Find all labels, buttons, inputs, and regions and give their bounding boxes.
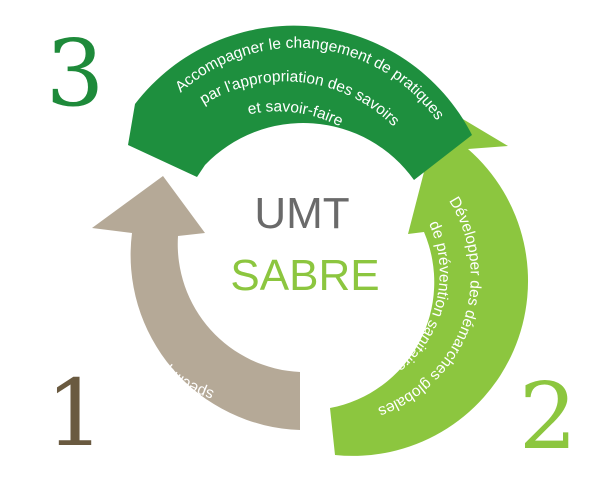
step-2-arrow	[330, 106, 529, 456]
step-3-number: 3	[46, 20, 105, 127]
step-2-number: 2	[519, 363, 578, 470]
center-title-line-1: UMT	[254, 189, 349, 238]
step-1-arrow	[92, 176, 300, 430]
step-1-number: 1	[46, 360, 105, 467]
step-3-arrow	[128, 25, 472, 180]
center-title-line-2: SABRE	[230, 251, 379, 300]
step-1-shape	[92, 176, 300, 430]
step-3-shape	[128, 25, 472, 180]
step-2-shape	[330, 106, 529, 456]
